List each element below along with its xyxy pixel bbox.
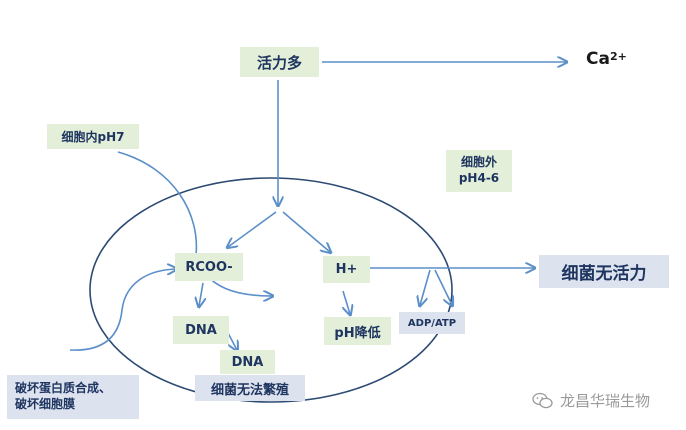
damage-effects-line2: 破坏细胞膜 — [15, 397, 76, 411]
wechat-icon — [532, 392, 553, 408]
ph-decrease-label: pH降低 — [324, 317, 391, 345]
watermark: 龙昌华瑞生物 — [532, 390, 650, 411]
calcium-symbol: Ca — [586, 49, 610, 69]
proton-label: H+ — [323, 256, 370, 283]
carboxylate-label: RCOO- — [175, 253, 243, 281]
arrow-to-adp-left — [420, 269, 431, 305]
bacteria-no-reproduction-label: 细菌无法繁殖 — [195, 375, 305, 401]
arrow-dna-to-damaged — [227, 332, 237, 350]
extracellular-ph-line2: pH4-6 — [458, 171, 500, 185]
arrow-proton-to-ph — [343, 290, 350, 314]
calcium-charge: 2+ — [609, 49, 627, 63]
dna-label: DNA — [173, 316, 229, 344]
damage-effects-label: 破坏蛋白质合成、 破坏细胞膜 — [7, 375, 139, 419]
arrow-damage-curve — [69, 269, 176, 351]
arrow-carboxylate-to-dna — [199, 282, 203, 306]
arrow-to-proton — [282, 211, 330, 252]
adp-atp-label: ADP/ATP — [399, 312, 465, 334]
arrow-to-carboxylate — [228, 211, 277, 247]
cell-membrane — [89, 177, 453, 403]
extracellular-ph-label: 细胞外 pH4-6 — [446, 150, 512, 192]
extracellular-ph-line1: 细胞外 — [460, 155, 497, 170]
dna-damaged-label: DNA — [220, 350, 275, 374]
intracellular-ph-label: 细胞内pH7 — [47, 124, 139, 149]
watermark-text: 龙昌华瑞生物 — [560, 392, 651, 410]
damage-effects-line1: 破坏蛋白质合成、 — [15, 381, 112, 396]
activity-high-label: 活力多 — [240, 47, 319, 77]
arrow-to-adp-right — [434, 269, 452, 305]
bacteria-inactive-label: 细菌无活力 — [539, 255, 669, 288]
